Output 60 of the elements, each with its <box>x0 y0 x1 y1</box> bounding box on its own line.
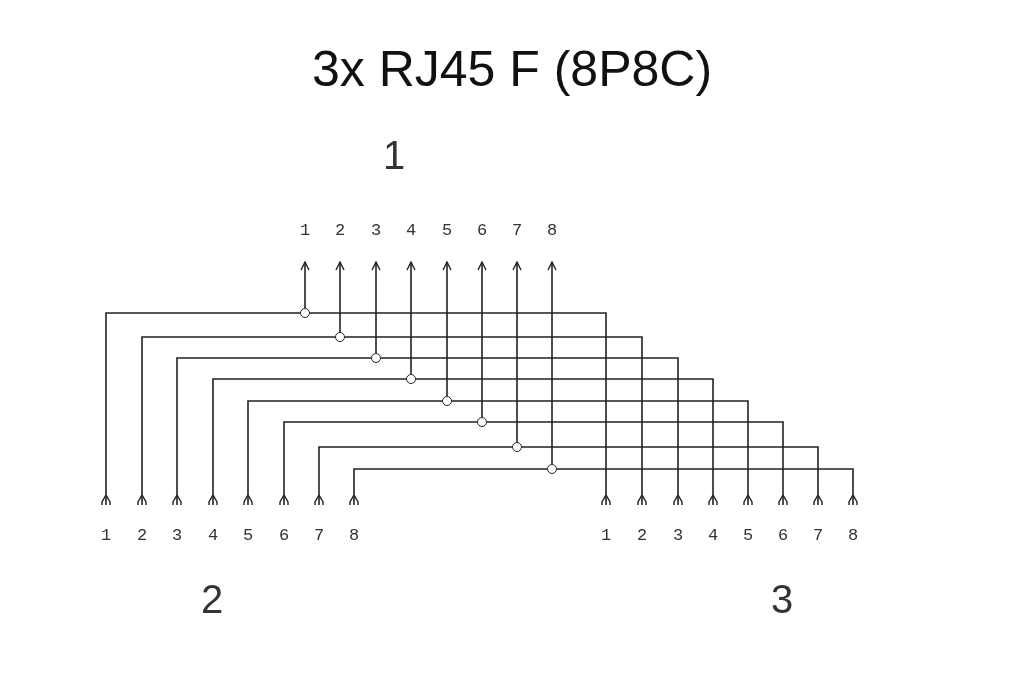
wire <box>279 421 478 506</box>
pin-number: 7 <box>508 222 526 262</box>
junction-dot <box>335 332 345 342</box>
junction-dot <box>406 374 416 384</box>
pin-number: 8 <box>345 505 363 545</box>
wire <box>521 446 823 506</box>
pin-number: 4 <box>402 222 420 262</box>
wire <box>380 357 683 506</box>
pin-number: 6 <box>774 505 792 545</box>
arrow <box>300 261 310 309</box>
junction-dot <box>512 442 522 452</box>
junction-dot <box>547 464 557 474</box>
connector-number: 2 <box>201 577 224 622</box>
wire <box>556 468 858 506</box>
wire <box>137 336 336 506</box>
arrow <box>512 261 522 443</box>
wire <box>451 400 753 506</box>
pin-number: 8 <box>844 505 862 545</box>
wire <box>314 446 513 506</box>
wire <box>486 421 788 506</box>
junction-dot <box>477 417 487 427</box>
wire <box>208 378 407 506</box>
pin-number: 2 <box>633 505 651 545</box>
junction-dot <box>300 308 310 318</box>
pin-number: 5 <box>239 505 257 545</box>
connector-number: 1 <box>383 133 406 178</box>
pin-number: 5 <box>438 222 456 262</box>
pin-number: 3 <box>367 222 385 262</box>
pin-number: 2 <box>133 505 151 545</box>
wire <box>243 400 443 506</box>
pin-number: 3 <box>669 505 687 545</box>
pin-number: 6 <box>275 505 293 545</box>
wire <box>172 357 372 506</box>
pin-number: 7 <box>310 505 328 545</box>
junction-dot <box>442 396 452 406</box>
pin-number: 1 <box>296 222 314 262</box>
pin-number: 4 <box>204 505 222 545</box>
arrow <box>477 261 487 418</box>
pin-number: 4 <box>704 505 722 545</box>
arrow <box>442 261 452 397</box>
arrow <box>406 261 416 375</box>
arrow <box>371 261 381 354</box>
pin-number: 7 <box>809 505 827 545</box>
pin-number: 1 <box>97 505 115 545</box>
junction-dot <box>371 353 381 363</box>
arrow <box>335 261 345 333</box>
wire <box>415 378 718 506</box>
wire <box>349 468 548 506</box>
pin-number: 5 <box>739 505 757 545</box>
pin-number: 1 <box>597 505 615 545</box>
pin-number: 2 <box>331 222 349 262</box>
pin-number: 8 <box>543 222 561 262</box>
arrow <box>547 261 557 465</box>
connector-number: 3 <box>771 577 794 622</box>
title: 3x RJ45 F (8P8C) <box>310 40 714 98</box>
wire <box>344 336 647 506</box>
wire <box>101 312 301 506</box>
wire <box>309 312 611 506</box>
pin-number: 6 <box>473 222 491 262</box>
pin-number: 3 <box>168 505 186 545</box>
